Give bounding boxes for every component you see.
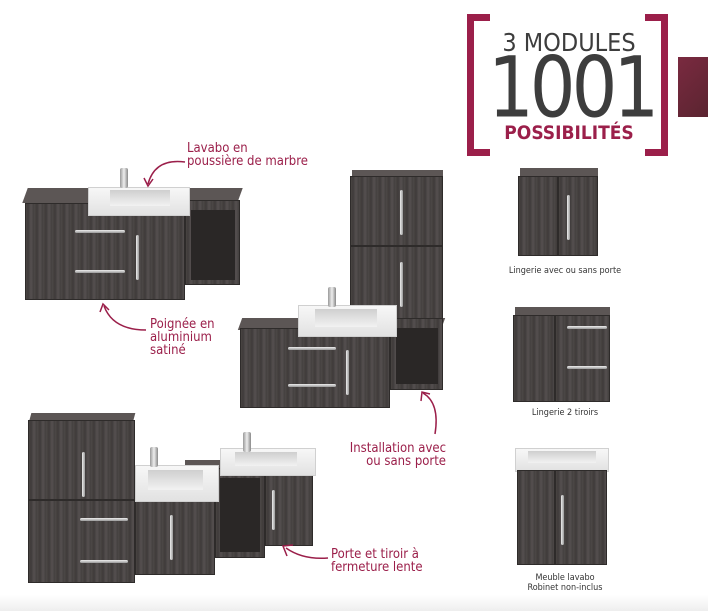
- callout-line: Porte et tiroir à: [331, 547, 419, 562]
- callout-line: aluminium: [150, 330, 212, 345]
- caption-line: Robinet non-inclus: [527, 583, 603, 593]
- callout-line: ou sans porte: [366, 454, 446, 469]
- callout-line: Lavabo en: [187, 141, 248, 156]
- callout-line: fermeture lente: [331, 560, 423, 575]
- caption-line: Meuble lavabo: [535, 573, 595, 583]
- arrow-icon: [143, 160, 186, 188]
- callout-sink: Lavabo en poussière de marbre: [187, 142, 308, 168]
- callout-closing: Porte et tiroir à fermeture lente: [331, 548, 423, 574]
- callout-handle: Poignée en aluminium satiné: [150, 318, 215, 357]
- side-color-block: [678, 57, 708, 117]
- callout-line: poussière de marbre: [187, 154, 308, 169]
- callout-install: Installation avec ou sans porte: [330, 442, 446, 468]
- arrow-icon: [281, 544, 329, 560]
- callout-line: Poignée en: [150, 317, 215, 332]
- module-caption: Lingerie 2 tiroirs: [531, 408, 599, 418]
- callout-line: Installation avec: [349, 441, 446, 456]
- right-bracket: [645, 14, 668, 156]
- callout-line: satiné: [150, 343, 186, 358]
- module-caption: Meuble lavabo Robinet non-inclus: [490, 573, 640, 593]
- header-line3: POSSIBILITÉS: [504, 122, 634, 144]
- floor-shadow: [0, 595, 708, 611]
- arrow-icon: [420, 391, 437, 435]
- module-caption: Lingerie avec ou sans porte: [508, 266, 622, 276]
- left-bracket: [467, 14, 490, 156]
- header-line1: 3 MODULES: [502, 28, 636, 57]
- header-line2: 1001: [488, 38, 659, 137]
- arrow-icon: [99, 302, 147, 331]
